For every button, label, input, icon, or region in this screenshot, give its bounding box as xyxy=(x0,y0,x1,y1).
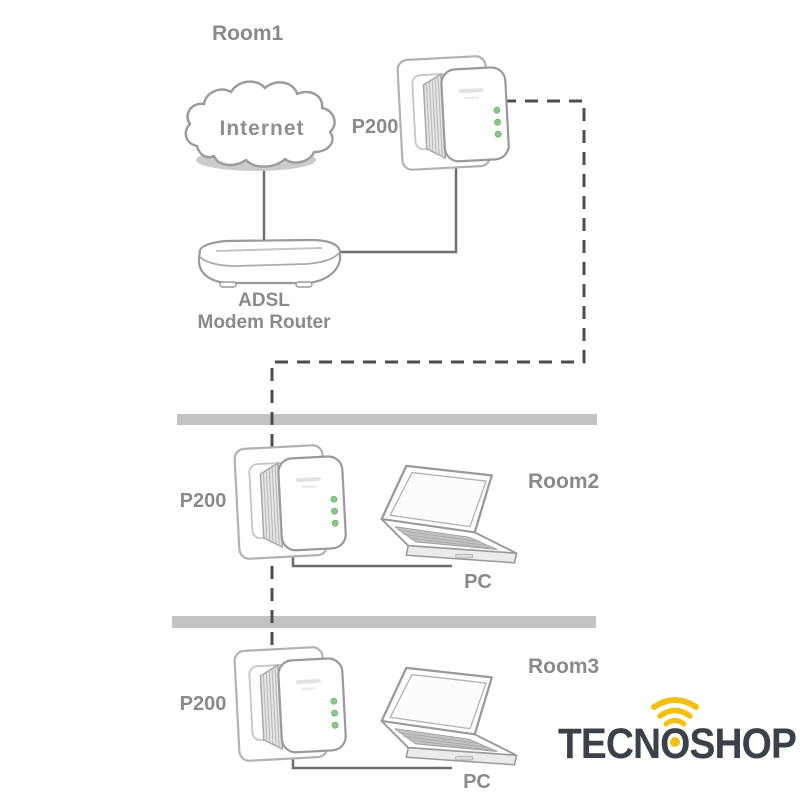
router-label-line2: Modem Router xyxy=(198,312,332,333)
laptop-pc-room2 xyxy=(380,464,518,564)
room1-label: Room1 xyxy=(212,22,283,45)
laptop-pc-room3 xyxy=(380,666,518,766)
pc-label-room2: PC xyxy=(464,571,492,593)
logo-o-dot-icon xyxy=(670,737,680,747)
internet-label: Internet xyxy=(219,117,304,140)
router-foot-right xyxy=(295,281,313,288)
p200-label-room3: P200 xyxy=(180,693,227,715)
wall-socket-adapter-room2 xyxy=(233,442,348,561)
cloud-outline xyxy=(184,80,336,168)
cable-router-to-adapter xyxy=(339,160,458,254)
router-edge-line xyxy=(199,252,340,267)
router-foot-left xyxy=(219,281,237,288)
wall-socket-adapter-room1 xyxy=(396,53,511,172)
wifi-arcs-icon xyxy=(651,697,699,727)
floor-divider-2 xyxy=(172,616,596,628)
p200-label-room1: P200 xyxy=(352,116,399,138)
powerline-dashed-link xyxy=(270,99,586,650)
internet-cloud: Internet xyxy=(184,80,336,171)
tecnoshop-logo: TECNOSHOP xyxy=(558,697,797,768)
floor-divider-1 xyxy=(177,414,597,425)
router-label-line1: ADSL xyxy=(238,290,290,311)
room3-label: Room3 xyxy=(528,655,599,678)
pc-label-room3: PC xyxy=(463,771,491,793)
wall-socket-adapter-room3 xyxy=(233,644,348,763)
adsl-modem-router xyxy=(197,238,342,288)
router-slot xyxy=(215,247,323,252)
p200-label-room2: P200 xyxy=(180,490,227,512)
room2-label: Room2 xyxy=(528,470,599,493)
